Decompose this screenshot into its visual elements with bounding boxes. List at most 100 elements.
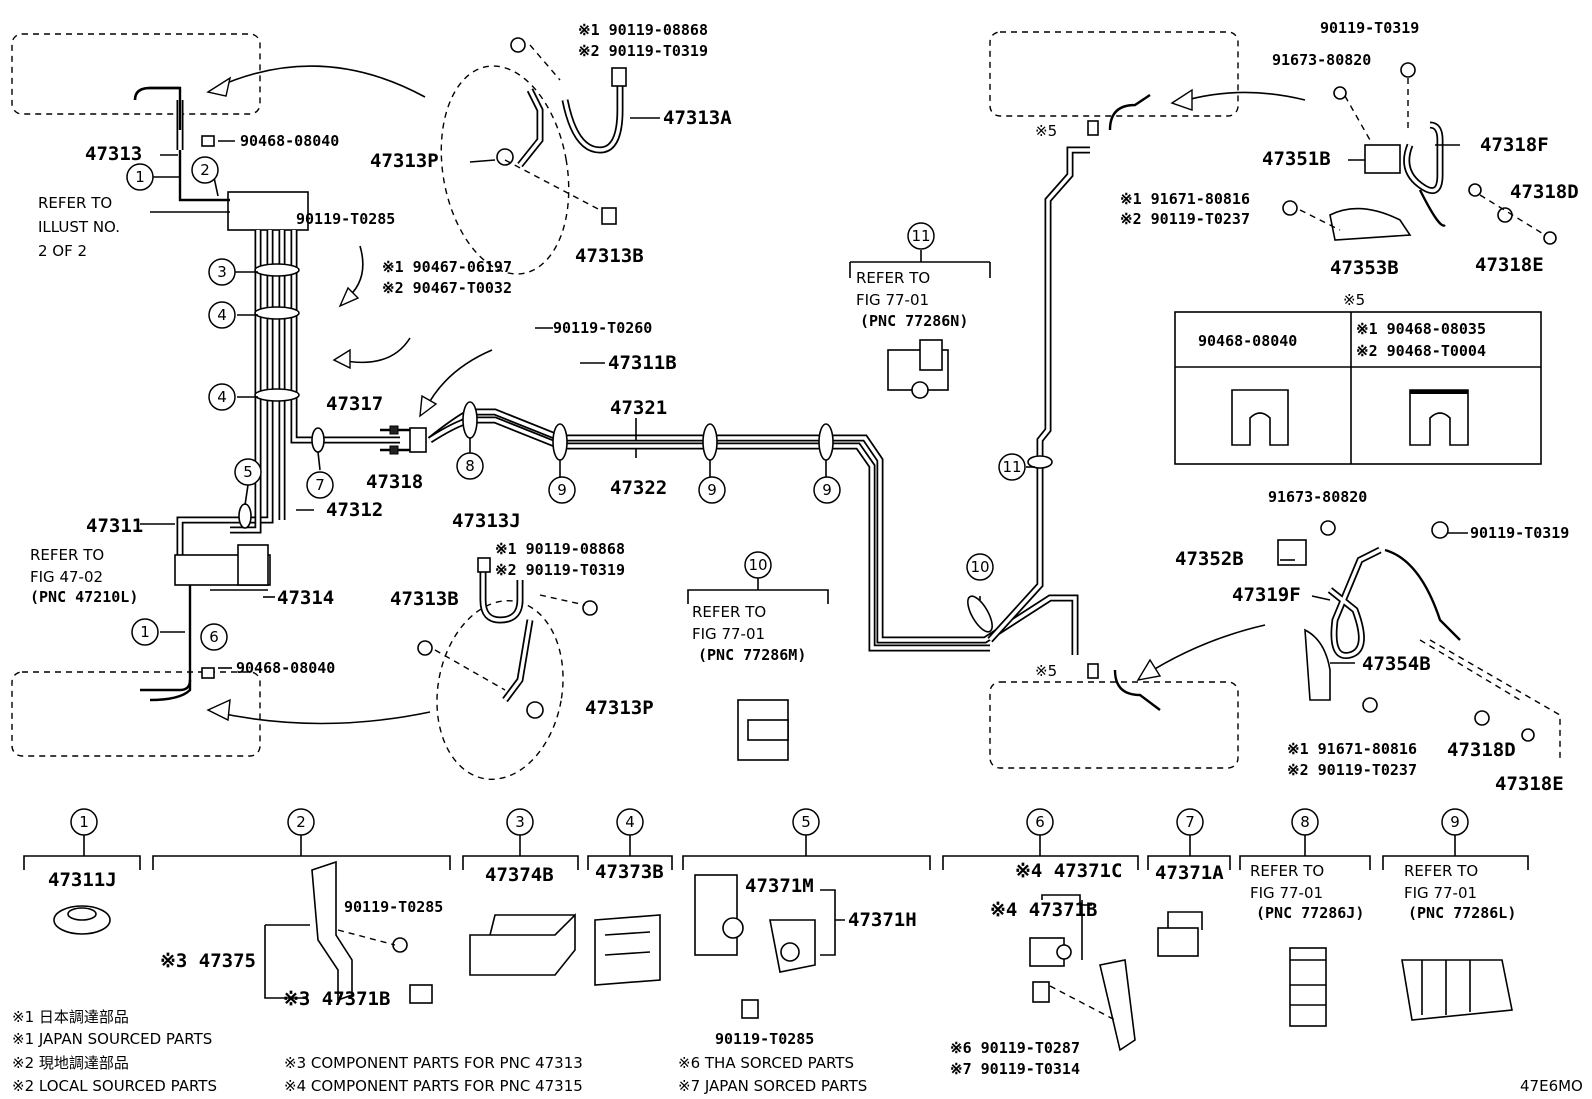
part-label: 47321: [610, 397, 667, 419]
callout: 4: [217, 388, 227, 406]
part-label: 47354B: [1362, 653, 1431, 675]
legend-label: 47374B: [485, 864, 554, 886]
part-label: 47318: [366, 471, 423, 493]
part-label: 47318D: [1447, 739, 1516, 761]
part-label: FIG 77-01: [856, 291, 929, 309]
callout: 8: [465, 457, 475, 475]
part-label: REFER TO: [692, 603, 766, 621]
legend-label: 47371H: [848, 909, 917, 931]
callout: 6: [209, 628, 219, 646]
callout: 10: [970, 558, 989, 576]
part-label: 47319F: [1232, 584, 1301, 606]
wheel-hoses: [133, 37, 1561, 760]
callout: 9: [822, 481, 832, 499]
brake-line-bundle: [133, 86, 400, 692]
part-label: 47352B: [1175, 548, 1244, 570]
wheel-area-front-left: [11, 33, 261, 115]
bottom-legend-labels: 47311J 90119-T0285 ※3 47375 ※3 47371B 47…: [48, 860, 1516, 1078]
part-label: ※1 90119-08868: [578, 21, 708, 39]
part-label: 90119-T0319: [1320, 19, 1419, 37]
footnotes: ※1 日本調達部品 ※1 JAPAN SOURCED PARTS ※2 現地調達…: [12, 1008, 867, 1095]
brake-pipe-main: [427, 146, 1090, 655]
part-label: 47313P: [585, 697, 654, 719]
clip-table-text: 90468-08040 ※1 90468-08035 ※2 90468-T000…: [1198, 320, 1486, 360]
part-label: 47314: [277, 587, 334, 609]
part-label: 47313A: [663, 107, 732, 129]
callout: 7: [315, 476, 325, 494]
part-label: 47318D: [1510, 181, 1579, 203]
bottom-legend-numbers: 1 2 3 4 5 6 7 8 9: [79, 813, 1460, 831]
legend-number: 7: [1185, 813, 1195, 831]
footnote: ※2 LOCAL SOURCED PARTS: [12, 1077, 217, 1095]
part-label: 91673-80820: [1268, 488, 1367, 506]
part-label: 47313P: [370, 150, 439, 172]
legend-label: 47311J: [48, 869, 117, 891]
callout-numbers: 1 2 3 4 4 5 1 6 7 8 9 9 9 10 11 10 11: [135, 161, 1021, 646]
legend-label: 90119-T0285: [344, 898, 443, 916]
callout: 11: [911, 227, 930, 245]
diagram-code: 47E6MO: [1520, 1077, 1583, 1095]
part-label: ※1 90119-08868: [495, 540, 625, 558]
legend-label: ※6 90119-T0287: [950, 1039, 1080, 1057]
part-label: ※5: [1343, 291, 1365, 309]
callout: 11: [1002, 458, 1021, 476]
clip-table: [1174, 311, 1542, 465]
part-label: ※2 90119-T0237: [1120, 210, 1250, 228]
part-label: (PNC 77286M): [698, 646, 806, 664]
part-label: 47312: [326, 499, 383, 521]
legend-label: 47373B: [595, 861, 664, 883]
footnote: ※3 COMPONENT PARTS FOR PNC 47313: [284, 1054, 583, 1072]
legend-label: REFER TO: [1404, 862, 1478, 880]
legend-label: FIG 77-01: [1404, 884, 1477, 902]
callout: 10: [748, 556, 767, 574]
part-label: 90119-T0319: [1470, 524, 1569, 542]
part-label: ※2 90119-T0319: [578, 42, 708, 60]
front-hose-detail: [440, 65, 570, 275]
legend-label: 47371M: [745, 875, 814, 897]
legend-number: 4: [625, 813, 635, 831]
callout: 9: [557, 481, 567, 499]
clip-table-col2-line1: ※1 90468-08035: [1356, 320, 1486, 338]
part-label: ※2 90467-T0032: [382, 279, 512, 297]
callout: 1: [135, 168, 145, 186]
part-label: 47311: [86, 515, 143, 537]
legend-number: 6: [1035, 813, 1045, 831]
part-label: 47313: [85, 143, 142, 165]
callout: 5: [243, 463, 253, 481]
part-label: 47353B: [1330, 257, 1399, 279]
part-label: (PNC 77286N): [860, 312, 968, 330]
footnote: ※7 JAPAN SORCED PARTS: [678, 1077, 867, 1095]
legend-number: 3: [515, 813, 525, 831]
part-label: 47313J: [452, 510, 521, 532]
part-label: ※2 90119-T0237: [1287, 761, 1417, 779]
legend-label: ※3 47375: [160, 950, 256, 972]
part-label: ※5: [1035, 122, 1057, 140]
part-label: REFER TO: [30, 546, 104, 564]
callout-circles: [126, 156, 1026, 651]
callout: 4: [217, 306, 227, 324]
legend-number: 2: [296, 813, 306, 831]
part-label: 47313B: [390, 588, 459, 610]
part-label: (PNC 47210L): [30, 588, 138, 606]
part-label: 47351B: [1262, 148, 1331, 170]
part-label: ※2 90119-T0319: [495, 561, 625, 579]
direction-arrows: [206, 65, 1306, 725]
wheel-area-front-right: [989, 31, 1239, 117]
wheel-area-rear-left: [11, 671, 261, 757]
clip-table-col2-line2: ※2 90468-T0004: [1356, 342, 1486, 360]
legend-number: 5: [801, 813, 811, 831]
wheel-area-rear-right: [989, 681, 1239, 769]
part-label: ※1 90467-06197: [382, 258, 512, 276]
bottom-legend: [23, 808, 1529, 1052]
callout: 2: [200, 161, 210, 179]
part-label: ※5: [1035, 662, 1057, 680]
part-label: REFER TO: [856, 269, 930, 287]
refer-clamp-n: [849, 250, 991, 399]
part-label: 47311B: [608, 352, 677, 374]
footnote: ※1 JAPAN SOURCED PARTS: [12, 1030, 212, 1048]
rear-hose-detail: [436, 600, 564, 780]
legend-label: ※7 90119-T0314: [950, 1060, 1080, 1078]
part-label: 47317: [326, 393, 383, 415]
